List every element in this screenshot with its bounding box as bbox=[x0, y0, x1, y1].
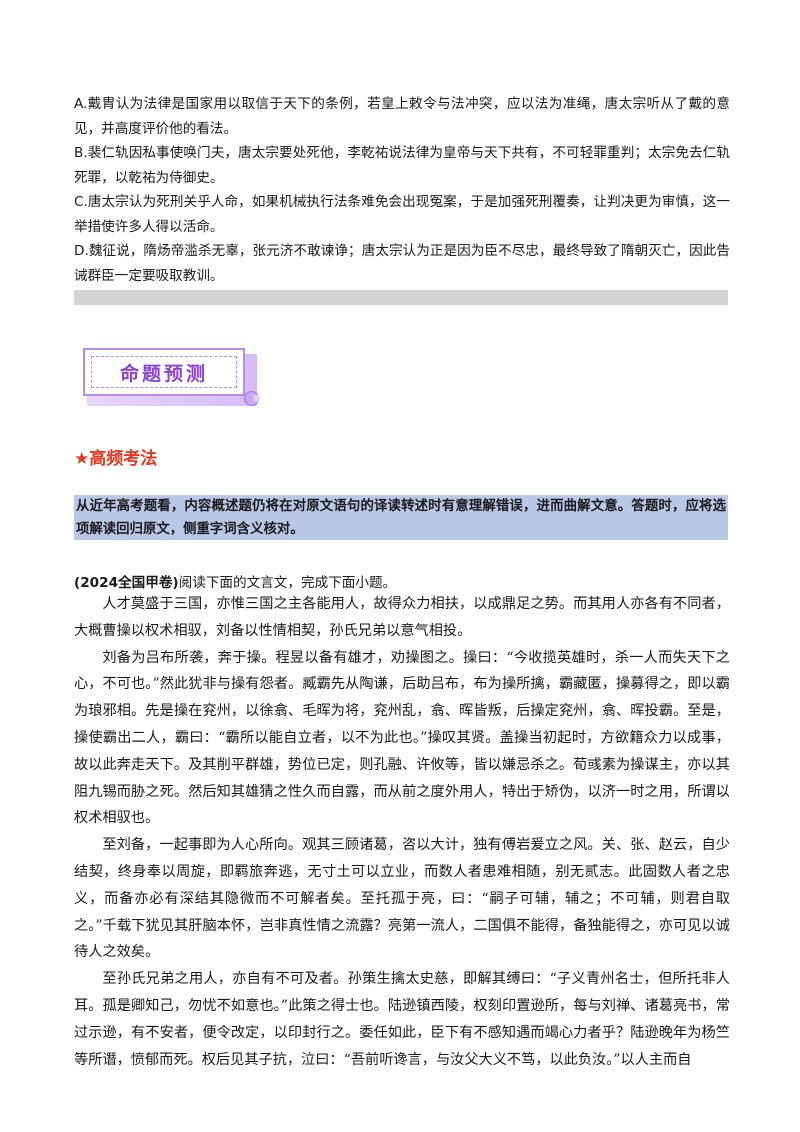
section-divider bbox=[74, 290, 728, 305]
banner-decoration-dot-small bbox=[253, 395, 260, 402]
source-label: (2024全国甲卷) bbox=[74, 575, 179, 591]
callout-box: 从近年高考题看，内容概述题仍将在对原文语句的译读转述时有意理解错误，进而曲解文意… bbox=[74, 495, 728, 540]
option-b: B.裴仁轨因私事使唤门夫，唐太宗要处死他，李乾祐说法律为皇帝与天下共有，不可轻罪… bbox=[74, 145, 730, 186]
option-a: A.戴胄认为法律是国家用以取信于天下的条例，若皇上敕令与法冲突，应以法为准绳，唐… bbox=[74, 96, 730, 137]
banner-frame: 命题预测 bbox=[83, 348, 245, 396]
classical-passage: 人才莫盛于三国，亦惟三国之主各能用人，故得众力相扶，以成鼎足之势。而其用人亦各有… bbox=[74, 591, 730, 1073]
source-instruction: 阅读下面的文言文，完成下面小题。 bbox=[178, 575, 397, 591]
banner-title: 命题预测 bbox=[119, 362, 208, 385]
option-c: C.唐太宗认为死刑关乎人命，如果机械执行法条难免会出现冤案，于是加强死刑覆奏，让… bbox=[74, 194, 730, 235]
passage-paragraph: 人才莫盛于三国，亦惟三国之主各能用人，故得众力相扶，以成鼎足之势。而其用人亦各有… bbox=[74, 596, 730, 639]
section-heading: ★高频考法 bbox=[74, 449, 158, 469]
section-banner: 命题预测 bbox=[83, 348, 260, 408]
passage-paragraph: 至孙氏兄弟之用人，亦自有不可及者。孙策生擒太史慈，即解其缚曰：“子义青州名士，但… bbox=[74, 971, 730, 1068]
passage-paragraph: 刘备为吕布所袭，奔于操。程昱以备有雄才，劝操图之。操曰：“今收揽英雄时，杀一人而… bbox=[74, 649, 730, 827]
question-source: (2024全国甲卷)阅读下面的文言文，完成下面小题。 bbox=[74, 571, 396, 591]
passage-paragraph: 至刘备，一起事即为人心所向。观其三顾诸葛，咨以大计，独有傅岩爰立之风。关、张、赵… bbox=[74, 837, 730, 961]
option-d: D.魏征说，隋炀帝滥杀无辜，张元济不敢谏诤；唐太宗认为正是因为臣不尽忠，最终导致… bbox=[74, 243, 730, 284]
callout-text: 从近年高考题看，内容概述题仍将在对原文语句的译读转述时有意理解错误，进而曲解文意… bbox=[76, 499, 726, 537]
banner-dashed-border: 命题预测 bbox=[91, 356, 237, 388]
answer-options: A.戴胄认为法律是国家用以取信于天下的条例，若皇上敕令与法冲突，应以法为准绳，唐… bbox=[74, 92, 730, 288]
